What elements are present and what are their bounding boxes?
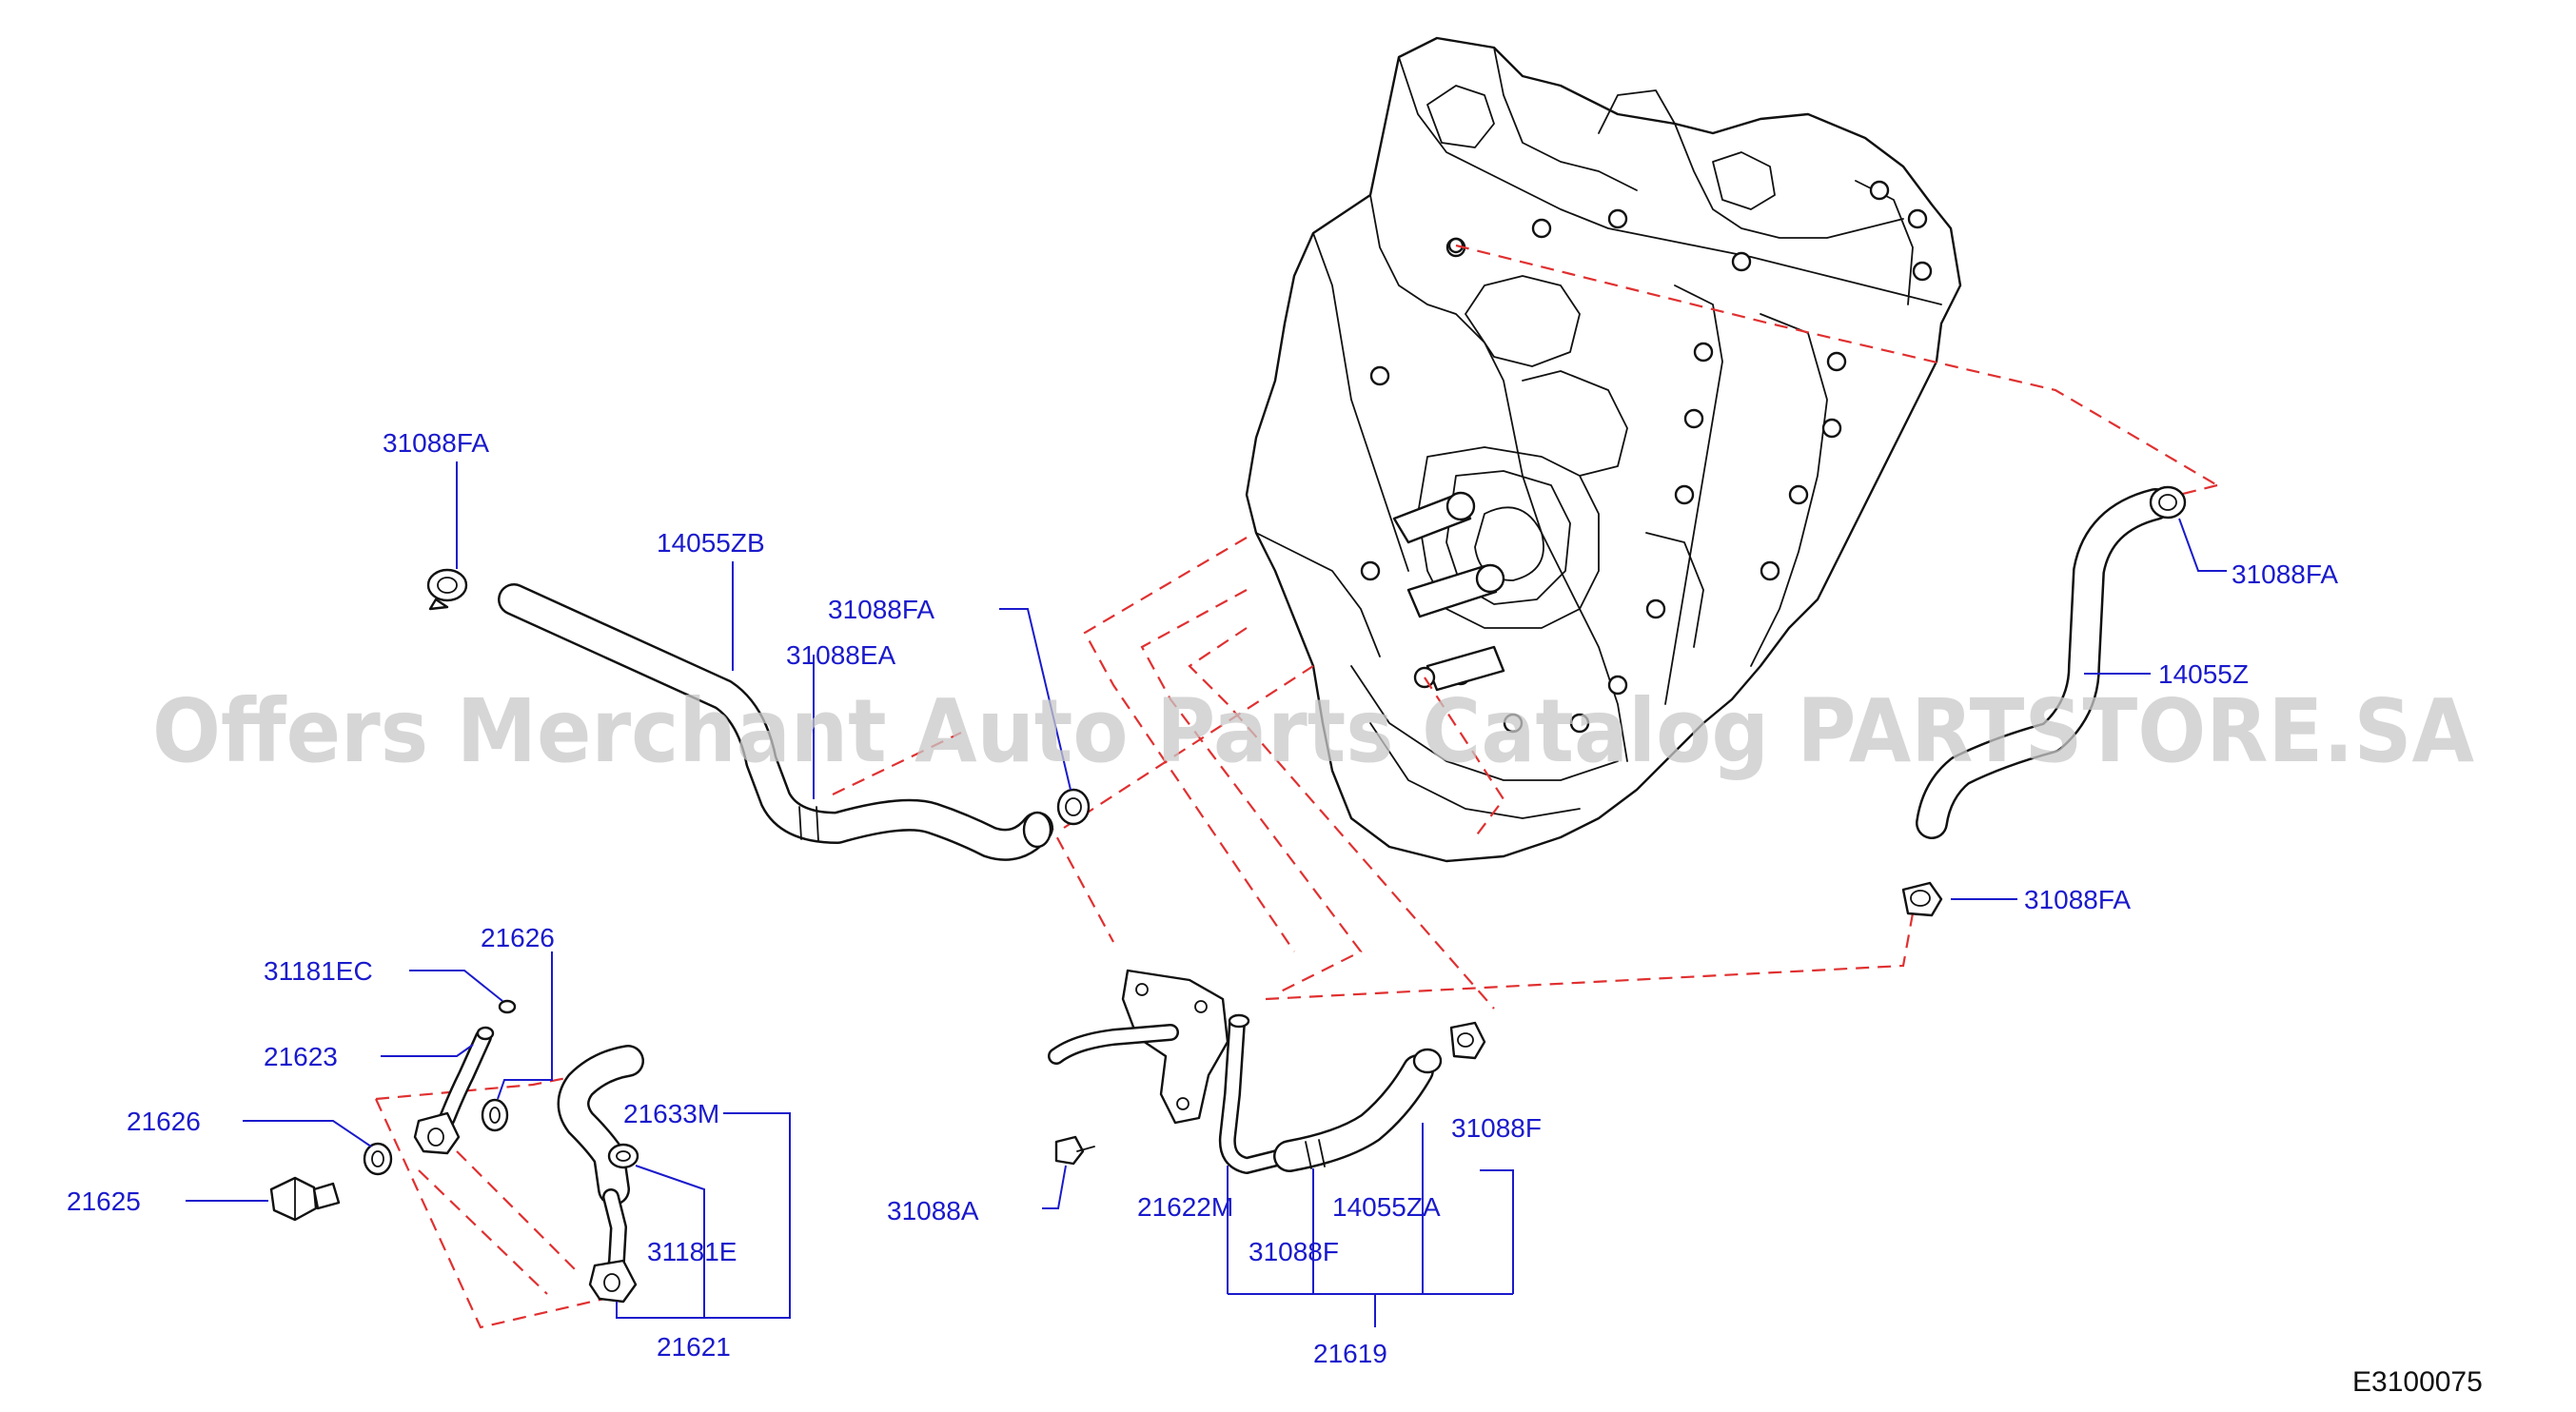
label-31088EA: 31088EA xyxy=(786,640,896,670)
label-21626-left: 21626 xyxy=(127,1107,201,1136)
watermark-text: Offers Merchant Auto Parts Catalog PARTS… xyxy=(152,680,2474,782)
clamp-31088EA xyxy=(1022,811,1052,849)
clamp-31088FA-mid xyxy=(1056,788,1091,826)
hose-14055ZA xyxy=(1273,1054,1434,1172)
label-21633M: 21633M xyxy=(623,1099,719,1128)
label-21622M: 21622M xyxy=(1137,1192,1233,1222)
tube-21621 xyxy=(588,1188,638,1304)
label-21619: 21619 xyxy=(1313,1339,1387,1368)
label-31088F-right: 31088F xyxy=(1451,1113,1542,1143)
bracket-tube-assembly xyxy=(1048,969,1293,1174)
label-31088A: 31088A xyxy=(887,1196,979,1226)
clamp-31088FA-right-bottom xyxy=(1901,881,1943,917)
clamp-31181E xyxy=(607,1143,639,1169)
label-14055ZA: 14055ZA xyxy=(1332,1192,1441,1222)
clamp-31088FA-left xyxy=(426,568,468,611)
washer-21626-top xyxy=(481,1098,509,1132)
label-14055ZB: 14055ZB xyxy=(657,528,765,558)
hose-14055ZB xyxy=(498,583,1053,861)
label-31088FA-top: 31088FA xyxy=(383,428,489,458)
diagram-code: E3100075 xyxy=(2352,1366,2483,1398)
transaxle-assembly xyxy=(1245,36,1962,863)
label-31088FA-right-top: 31088FA xyxy=(2232,559,2338,589)
clamp-31088FA-right-top xyxy=(2149,485,2187,520)
label-21626-top: 21626 xyxy=(481,923,555,952)
tube-21623 xyxy=(413,1026,495,1155)
label-21623: 21623 xyxy=(264,1042,338,1071)
label-leader-lines xyxy=(186,461,2227,1327)
part-labels: 31088FA 14055ZB 31088FA 31088EA 31088FA … xyxy=(67,428,2338,1368)
hose-14055Z xyxy=(1916,488,2172,839)
label-31088FA-right-bottom: 31088FA xyxy=(2024,885,2131,914)
bolt-heads xyxy=(1360,180,1933,734)
cap-31181EC xyxy=(498,999,517,1014)
label-14055Z: 14055Z xyxy=(2158,659,2249,689)
cooler-port-fittings xyxy=(1392,237,1505,692)
label-31088F-lower: 31088F xyxy=(1249,1237,1339,1266)
washer-21626-left xyxy=(363,1142,393,1176)
clamp-31088F-right xyxy=(1412,1021,1486,1074)
assembly-guide-lines xyxy=(375,244,2218,1329)
label-31181E: 31181E xyxy=(647,1237,737,1266)
bolt-31088A xyxy=(1054,1135,1095,1166)
label-21621: 21621 xyxy=(657,1332,731,1362)
union-bolt-21625 xyxy=(269,1176,341,1222)
label-31088FA-mid: 31088FA xyxy=(828,595,934,624)
hose-21633M xyxy=(557,1045,644,1206)
label-21625: 21625 xyxy=(67,1186,141,1216)
label-31181EC: 31181EC xyxy=(264,956,373,986)
